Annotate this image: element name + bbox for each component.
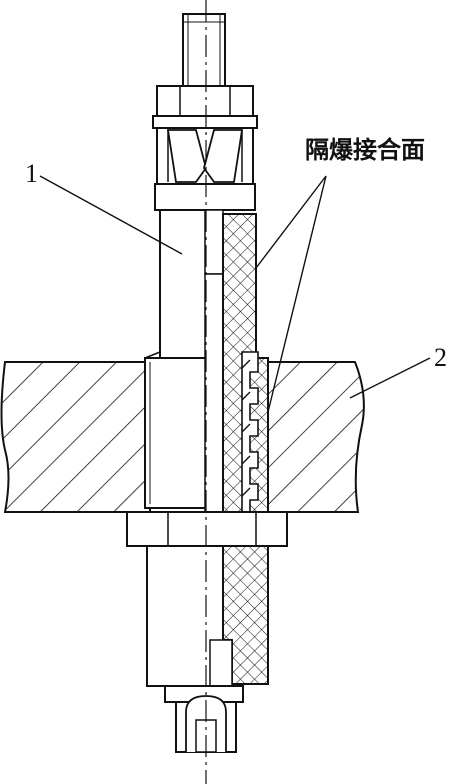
- label-part1: 1: [25, 159, 38, 188]
- top-nut: [156, 85, 254, 117]
- leader-part1: [39, 175, 183, 255]
- leader-part2: [349, 357, 431, 399]
- bushing-body: [144, 209, 224, 655]
- top-stud: [182, 13, 226, 87]
- wall-plate: [0, 361, 365, 513]
- leader-joint-a: [255, 175, 327, 269]
- clamp-washer: [152, 115, 258, 211]
- label-part2: 2: [434, 343, 447, 372]
- insulation-sleeve: [222, 213, 269, 685]
- bottom-nut: [126, 511, 288, 547]
- bottom-terminal: [164, 685, 244, 753]
- leader-lines: [39, 175, 431, 413]
- lower-body: [146, 545, 233, 687]
- leader-joint-b: [267, 175, 327, 413]
- label-flameproof-joint: 隔爆接合面: [305, 136, 425, 164]
